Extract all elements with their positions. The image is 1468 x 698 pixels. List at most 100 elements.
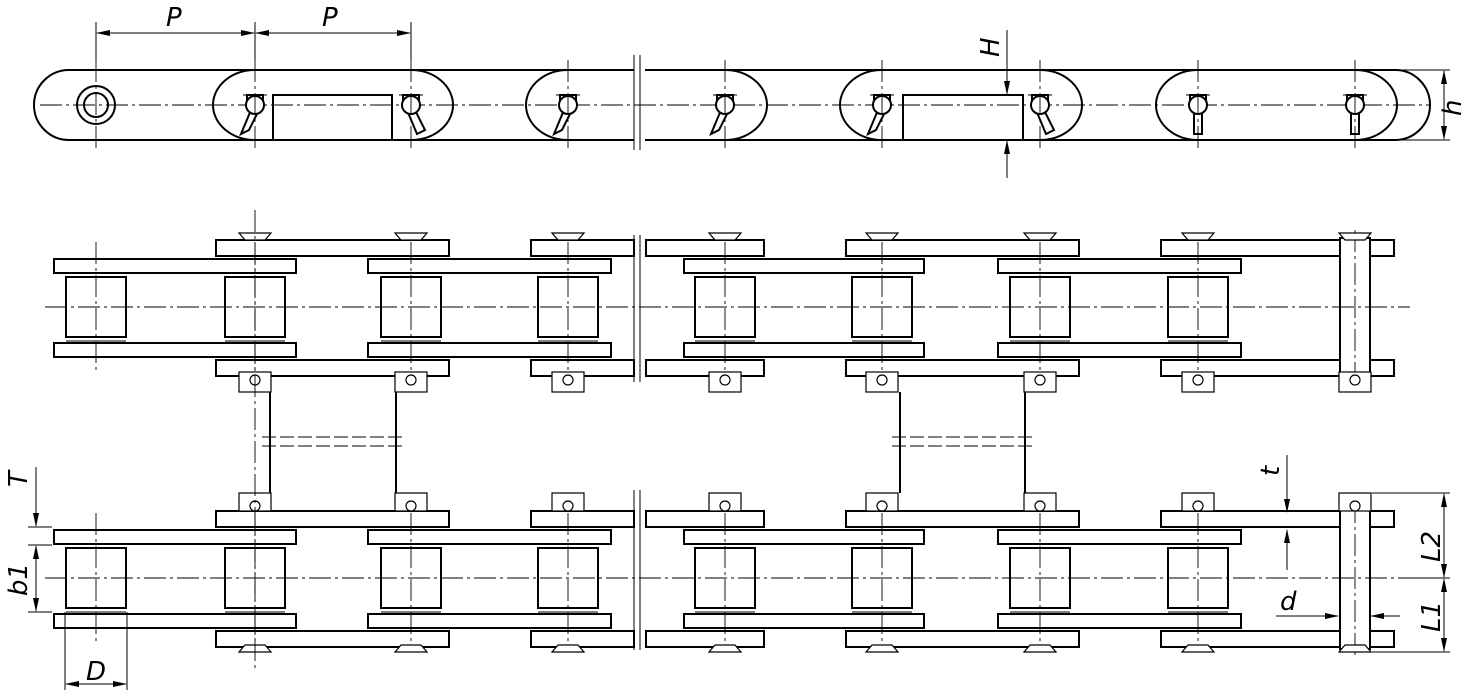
outer-link-plate bbox=[215, 359, 450, 377]
link-plate-end bbox=[525, 69, 569, 141]
outer-link-plate bbox=[645, 510, 765, 528]
label-height-H: H bbox=[976, 37, 1006, 57]
lug-hole bbox=[562, 500, 574, 512]
outer-link-plate bbox=[1160, 359, 1395, 377]
inner-link-plate bbox=[367, 529, 612, 545]
break-lines bbox=[633, 235, 641, 650]
label-diameter-d: d bbox=[1280, 587, 1297, 617]
inner-link-plate bbox=[53, 258, 297, 274]
attachment-profile bbox=[272, 94, 393, 141]
side-pins bbox=[76, 60, 1367, 150]
chain-strand-bottom bbox=[53, 501, 1395, 657]
pin-with-cotter bbox=[866, 60, 894, 150]
pin-with-cotter bbox=[1028, 60, 1056, 150]
outer-link-plate bbox=[1160, 630, 1395, 648]
pin-with-cotter bbox=[552, 60, 580, 150]
attachment-plates bbox=[237, 210, 1373, 672]
inner-link-plate bbox=[367, 258, 612, 274]
inner-link-plate bbox=[997, 529, 1242, 545]
label-height-h: h bbox=[1438, 100, 1468, 116]
outer-link-plate bbox=[845, 510, 1080, 528]
outer-link-plate bbox=[845, 359, 1080, 377]
outer-link-plate bbox=[530, 510, 635, 528]
lug-hole bbox=[719, 500, 731, 512]
outer-link-plate bbox=[645, 239, 765, 257]
lug-hole bbox=[876, 500, 888, 512]
label-length-L2: L2 bbox=[1417, 531, 1447, 562]
pin-head bbox=[707, 232, 743, 241]
pin-head bbox=[550, 232, 586, 241]
link-plate-end bbox=[724, 69, 768, 141]
inner-link-plate bbox=[683, 342, 925, 358]
lug-hole bbox=[562, 374, 574, 386]
pin-head bbox=[1180, 644, 1216, 653]
attachment-profile bbox=[902, 94, 1024, 141]
inner-link-plate bbox=[367, 613, 612, 629]
outer-link-plate bbox=[845, 630, 1080, 648]
inner-link-plate bbox=[53, 529, 297, 545]
lug-hole bbox=[876, 374, 888, 386]
pin-head bbox=[550, 644, 586, 653]
pin-head bbox=[864, 232, 900, 241]
lug-hole bbox=[1349, 374, 1361, 386]
inner-link-plate bbox=[683, 258, 925, 274]
link-plate-end bbox=[212, 69, 256, 141]
inner-link-plate bbox=[53, 342, 297, 358]
outer-link-plate bbox=[1160, 239, 1395, 257]
label-thickness-T: T bbox=[4, 469, 34, 487]
outer-link-plate bbox=[530, 630, 635, 648]
outer-link-plate bbox=[215, 630, 450, 648]
pin-with-cotter bbox=[1186, 60, 1210, 150]
chain-strand-top bbox=[53, 230, 1395, 386]
pin-head bbox=[1337, 644, 1373, 653]
link-plate-end bbox=[410, 69, 454, 141]
pin-head bbox=[1022, 644, 1058, 653]
outer-link-plate bbox=[1160, 510, 1395, 528]
inner-link-plate bbox=[997, 342, 1242, 358]
link-plate-end bbox=[1354, 69, 1398, 141]
pin-head bbox=[864, 644, 900, 653]
dimensions: P P H h T b1 D t L2 L1 d bbox=[4, 3, 1468, 690]
pin-with-cotter bbox=[1343, 60, 1367, 150]
label-width-b1: b1 bbox=[4, 563, 34, 596]
pin-with-cotter bbox=[399, 60, 427, 150]
outer-link-plate bbox=[215, 510, 450, 528]
label-thickness-t: t bbox=[1256, 465, 1286, 476]
pin-head bbox=[1180, 232, 1216, 241]
outer-link-plate bbox=[645, 359, 765, 377]
link-plate-end bbox=[839, 69, 883, 141]
label-diameter-D: D bbox=[86, 657, 106, 687]
lug-hole bbox=[1034, 500, 1046, 512]
outer-link-plate bbox=[530, 239, 635, 257]
inner-link-plate bbox=[683, 613, 925, 629]
lug-hole bbox=[405, 374, 417, 386]
label-pitch-2: P bbox=[322, 3, 338, 33]
outer-link-plate bbox=[645, 630, 765, 648]
pin-with-cotter bbox=[709, 60, 737, 150]
lug-hole bbox=[1192, 374, 1204, 386]
inner-link-plate bbox=[997, 258, 1242, 274]
link-plate-end bbox=[1039, 69, 1083, 141]
pin-head bbox=[707, 644, 743, 653]
pin-head bbox=[1022, 232, 1058, 241]
lug-hole bbox=[1349, 500, 1361, 512]
lug-hole bbox=[405, 500, 417, 512]
pin-head bbox=[393, 232, 429, 241]
pin-head bbox=[393, 644, 429, 653]
label-pitch-1: P bbox=[166, 3, 182, 33]
label-length-L1: L1 bbox=[1417, 601, 1447, 632]
inner-link-plate bbox=[683, 529, 925, 545]
lug-hole bbox=[1034, 374, 1046, 386]
inner-link-plate bbox=[53, 613, 297, 629]
outer-link-plate bbox=[215, 239, 450, 257]
inner-link-plate bbox=[367, 342, 612, 358]
side-view bbox=[33, 55, 1431, 150]
link-plate-end bbox=[1155, 69, 1199, 141]
pin-head bbox=[1337, 232, 1373, 241]
lug-hole bbox=[1192, 500, 1204, 512]
inner-link-plate bbox=[997, 613, 1242, 629]
pin-with-cotter bbox=[239, 60, 267, 150]
lug-hole bbox=[719, 374, 731, 386]
outer-link-plate bbox=[845, 239, 1080, 257]
